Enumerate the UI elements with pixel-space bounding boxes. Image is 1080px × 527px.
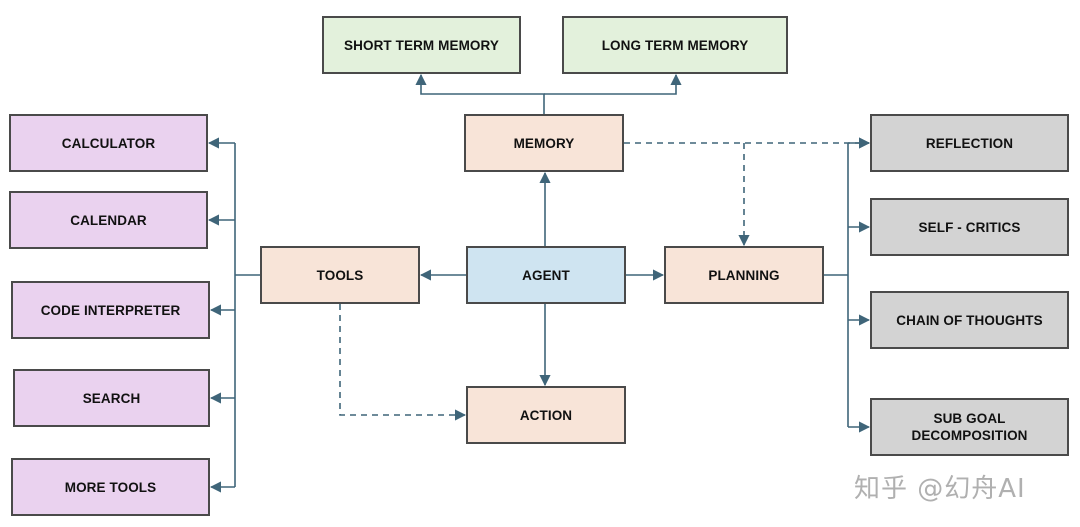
calculator-node: CALCULATOR [9,114,208,172]
chain-of-thoughts-node: CHAIN OF THOUGHTS [870,291,1069,349]
planning-node: PLANNING [664,246,824,304]
connector-tools-bus [234,143,260,487]
connector-memory-to-short-term-memory [415,73,545,114]
code-interpreter-node: CODE INTERPRETER [11,281,210,339]
more-tools-node: MORE TOOLS [11,458,210,516]
sub-goal-decomposition-node: SUB GOAL DECOMPOSITION [870,398,1069,456]
long-term-memory-node: LONG TERM MEMORY [562,16,788,74]
self-critics-node: SELF - CRITICS [870,198,1069,256]
action-node: ACTION [466,386,626,444]
tools-node: TOOLS [260,246,420,304]
connector-memory-to-long-term-memory [544,73,682,95]
connector-tools-to-action-dashed [339,304,467,421]
connector-planning-bus [824,143,849,427]
dashed-connectors [339,137,871,421]
memory-node: MEMORY [464,114,624,172]
reflection-node: REFLECTION [870,114,1069,172]
short-term-memory-node: SHORT TERM MEMORY [322,16,521,74]
agent-node: AGENT [466,246,626,304]
calendar-node: CALENDAR [9,191,208,249]
watermark: 知乎 @幻舟AI [854,474,1026,504]
search-node: SEARCH [13,369,210,427]
solid-connectors [207,73,871,493]
